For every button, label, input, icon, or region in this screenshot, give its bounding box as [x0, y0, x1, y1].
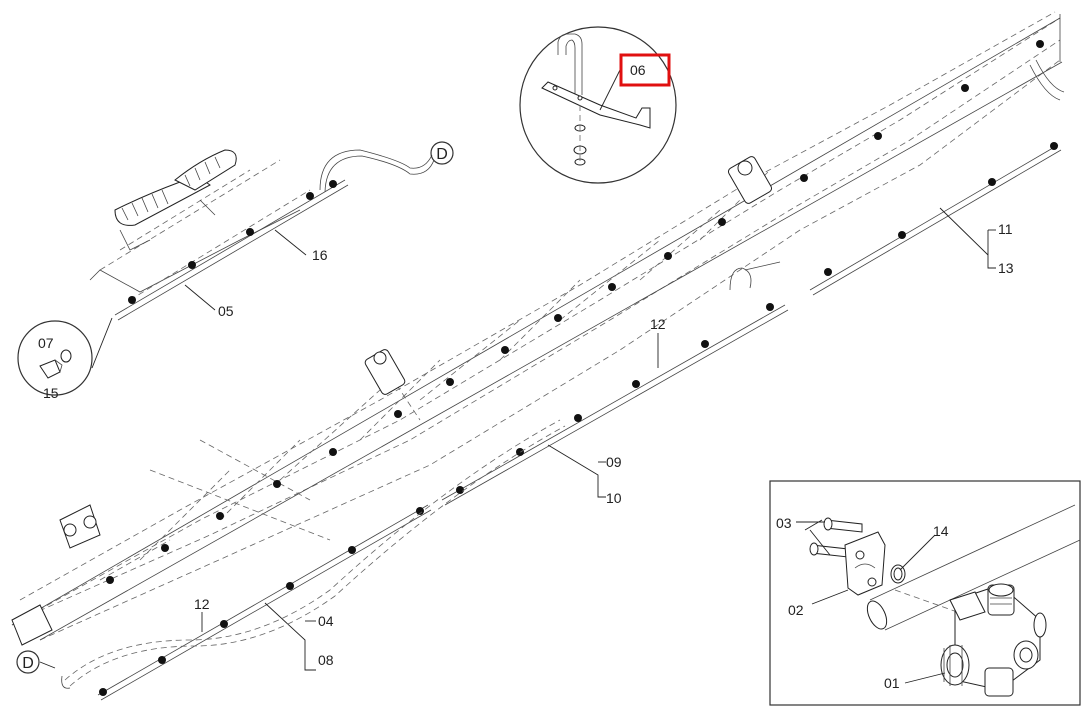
hose-lines: [61, 419, 566, 689]
boom-section-05-16: [89, 149, 435, 321]
detail-circle-07-15: [17, 317, 113, 396]
detail-circle-06: [519, 26, 677, 184]
callout-14: 14: [933, 523, 949, 539]
spring-pack: [114, 149, 237, 251]
callout-09: 09: [606, 454, 622, 470]
connector-d-bottom: D: [16, 650, 40, 674]
callout-04: 04: [318, 613, 334, 629]
callout-12-upper: 12: [650, 316, 666, 332]
boom-pipe-11-13: [729, 142, 1062, 296]
callout-05: 05: [218, 303, 234, 319]
callout-07: 07: [38, 335, 54, 351]
connector-d-top: D: [430, 141, 454, 165]
svg-text:D: D: [436, 146, 448, 163]
boom-pipe-04-08: [97, 504, 432, 701]
inset-detail-box: [769, 480, 1081, 706]
boom-pipe-09-10: [441, 303, 789, 506]
nozzle-body-01: [940, 583, 1047, 697]
callout-15: 15: [43, 385, 59, 401]
callout-11: 11: [998, 221, 1013, 237]
callout-16: 16: [312, 247, 328, 263]
callout-02: 02: [788, 602, 804, 618]
svg-text:D: D: [22, 655, 34, 672]
boom-frame: [11, 11, 1065, 646]
callout-03: 03: [776, 515, 792, 531]
callout-01: 01: [884, 675, 900, 691]
clamp-02: [844, 531, 886, 596]
callout-12-lower: 12: [194, 596, 210, 612]
callout-08: 08: [318, 652, 334, 668]
bolts-03: [809, 517, 863, 558]
highlight-box-06: [619, 53, 671, 87]
callout-10: 10: [606, 490, 622, 506]
callout-13: 13: [998, 260, 1014, 276]
callout-06: 06: [630, 62, 646, 78]
callout-labels: 06 16 05 07 15 11 13 12 09 10 12 04 08 0…: [38, 62, 1014, 691]
